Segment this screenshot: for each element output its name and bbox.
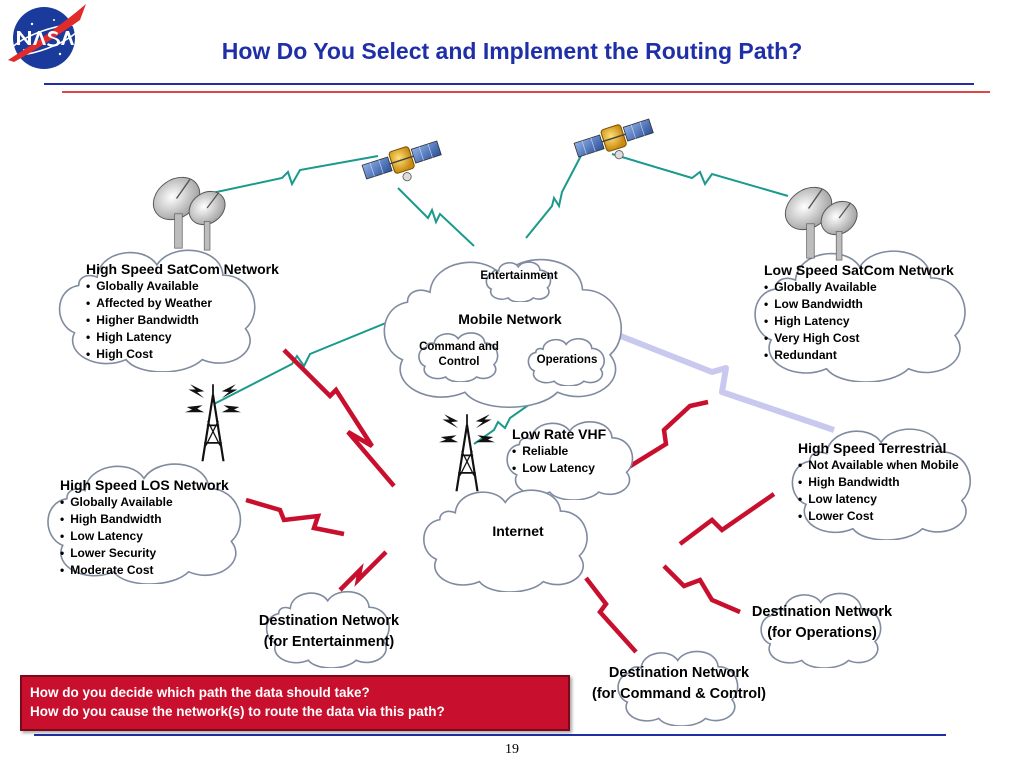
wired-link [662,564,741,615]
dest-command-control-label: Destination Network (for Command & Contr… [566,663,792,705]
dest-line: Destination Network [608,665,750,681]
entertainment-label: Entertainment [480,270,558,282]
rf-link [473,403,531,445]
page-title: How Do You Select and Implement the Rout… [221,38,803,64]
rf-link [213,317,399,405]
network-feature: Globally Available [764,279,954,296]
dest-line: (for Operations) [767,625,877,641]
network-feature: Higher Bandwidth [86,312,279,329]
question-line: How do you decide which path the data sh… [30,685,370,700]
dest-entertainment-label: Destination Network (for Entertainment) [234,611,424,653]
question-box: How do you decide which path the data sh… [20,675,570,731]
wired-link [338,550,388,592]
wired-link [678,492,776,546]
command-control-line: Control [438,356,480,368]
network-title: High Speed LOS Network [60,477,229,493]
question-line: How do you cause the network(s) to route… [30,704,445,719]
network-feature: Affected by Weather [86,295,279,312]
network-feature: High Latency [764,313,954,330]
mobile-network-label: Mobile Network [458,311,562,327]
wired-link [622,399,709,472]
network-feature: Very High Cost [764,330,954,347]
network-feature: Low Latency [512,460,606,477]
low-speed-satcom-text: Low Speed SatCom Network Globally Availa… [764,262,954,364]
network-feature: High Bandwidth [60,511,229,528]
network-feature: Low Latency [60,528,229,545]
satellite-icon [360,136,444,192]
wired-link [282,348,396,488]
internet-label: Internet [492,523,544,539]
wired-links [245,348,776,654]
radio-tower-icon [183,383,243,463]
high-speed-terrestrial-text: High Speed Terrestrial Not Available whe… [798,440,959,525]
network-feature: Moderate Cost [60,562,229,579]
dest-line: Destination Network [258,613,400,629]
network-feature: Not Available when Mobile [798,457,958,474]
satellite-icon [572,114,656,170]
high-speed-los-text: High Speed LOS Network Globally Availabl… [60,477,229,579]
network-feature: Low Bandwidth [764,296,954,313]
header-rules [44,83,990,93]
page-number: 19 [505,742,519,757]
network-feature: High Latency [86,329,279,346]
network-feature: Low latency [798,491,959,508]
rf-link [525,149,585,239]
network-feature: Globally Available [86,278,279,295]
network-feature: Reliable [512,443,606,460]
satellite-dish-icon [776,177,865,261]
network-feature: High Cost [86,346,279,363]
rf-links [197,149,789,445]
wired-link [584,576,638,654]
cloud-internet [422,488,589,592]
terrestrial-link [616,332,835,433]
high-speed-satcom-text: High Speed SatCom Network Globally Avail… [86,261,279,363]
network-feature: High Bandwidth [798,474,959,491]
operations-label: Operations [536,354,598,366]
network-title: Low Rate VHF [512,426,607,442]
wired-link [245,497,345,537]
dest-line: (for Command & Control) [592,686,766,702]
network-feature: Redundant [764,347,954,364]
network-title: Low Speed SatCom Network [764,262,954,278]
network-title: High Speed Terrestrial [798,440,947,456]
rf-link [197,155,379,197]
command-control-label: Command and Control [404,340,514,370]
network-feature: Lower Security [60,545,229,562]
command-control-line: Command and [419,341,499,353]
low-rate-vhf-text: Low Rate VHF Reliable Low Latency [512,426,606,477]
rf-link [397,187,475,247]
nasa-logo [8,4,86,69]
radio-tower-icon [437,413,497,493]
dest-line: (for Entertainment) [263,634,395,650]
dest-line: Destination Network [751,604,893,620]
network-feature: Lower Cost [798,508,959,525]
network-title: High Speed SatCom Network [86,261,279,277]
satellite-dish-icon [144,167,233,251]
rf-link [611,153,789,197]
dest-operations-label: Destination Network (for Operations) [724,602,920,644]
network-feature: Globally Available [60,494,229,511]
